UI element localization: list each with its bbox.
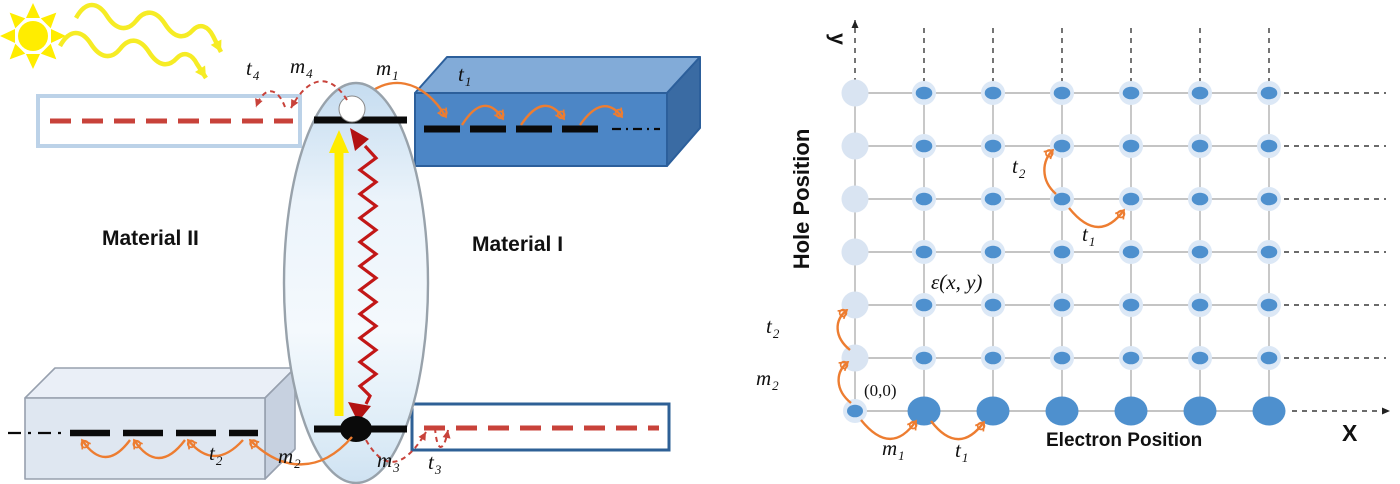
hole-trap-band-box	[36, 94, 302, 148]
label-t2: t2	[209, 441, 223, 469]
label-grid-upper-t1: t1	[1082, 222, 1096, 250]
electron-trap-band-box	[410, 402, 671, 452]
label-grid-left-m2: m2	[756, 366, 779, 394]
hole-site-node	[841, 291, 869, 319]
electron-site-node	[1045, 396, 1079, 426]
label-m2: m2	[278, 444, 301, 472]
material1-title: Material I	[472, 233, 564, 256]
m2-hop-arrow	[837, 360, 852, 404]
material2-title: Material II	[102, 227, 199, 250]
site-energy-label: ε(x, y)	[931, 270, 983, 294]
hole-circle	[338, 95, 366, 123]
lattice-nodes	[841, 79, 1286, 426]
label-grid-left-t2: t2	[766, 314, 780, 342]
electron-position-title: Electron Position	[1046, 430, 1203, 451]
y-axis-label: y	[825, 33, 849, 45]
label-t3: t3	[428, 450, 442, 478]
hole-site-node	[841, 185, 869, 213]
label-grid-m1: m1	[882, 436, 905, 464]
hole-site-node	[841, 238, 869, 266]
electron-hop-arrows-material1	[460, 104, 624, 126]
label-t1: t1	[458, 62, 472, 90]
origin-label: (0,0)	[864, 381, 897, 400]
label-m1: m1	[376, 56, 399, 84]
hole-site-node	[841, 79, 869, 107]
label-m4: m4	[290, 54, 313, 82]
electron-site-node	[1252, 396, 1286, 426]
material2-box	[24, 367, 296, 480]
hole-site-node	[841, 344, 869, 372]
label-grid-upper-t2: t2	[1012, 154, 1026, 182]
label-m3: m3	[377, 448, 400, 476]
electron-circle	[340, 416, 372, 442]
electron-site-node	[976, 396, 1010, 426]
electron-site-node	[907, 396, 941, 426]
recombination-zigzag-arrow	[348, 128, 379, 422]
t1-hop-arrow	[930, 420, 986, 441]
label-grid-t1: t1	[955, 438, 969, 466]
t1-grid-hop-arrow	[1068, 207, 1126, 228]
hole-position-title: Hole Position	[789, 128, 814, 270]
m1-hop-arrow	[860, 419, 918, 440]
red-dashed-hops	[255, 80, 451, 463]
m2-transfer-arrow	[248, 436, 353, 466]
excitation-arrow	[329, 130, 349, 416]
hole-site-node	[841, 132, 869, 160]
exciton-ellipse	[282, 81, 430, 484]
electron-site-node	[1114, 396, 1148, 426]
t2-hop-arrow	[836, 308, 851, 351]
t2-grid-hop-arrow	[1043, 148, 1057, 195]
electron-site-node	[1183, 396, 1217, 426]
label-t4: t4	[246, 56, 260, 84]
sun-icon	[0, 3, 66, 69]
hole-hop-arrows-material2	[80, 438, 244, 459]
x-axis-label: X	[1342, 420, 1358, 446]
photon-wavy-arrows	[58, 2, 224, 80]
lattice-hop-arrows	[836, 148, 1126, 441]
